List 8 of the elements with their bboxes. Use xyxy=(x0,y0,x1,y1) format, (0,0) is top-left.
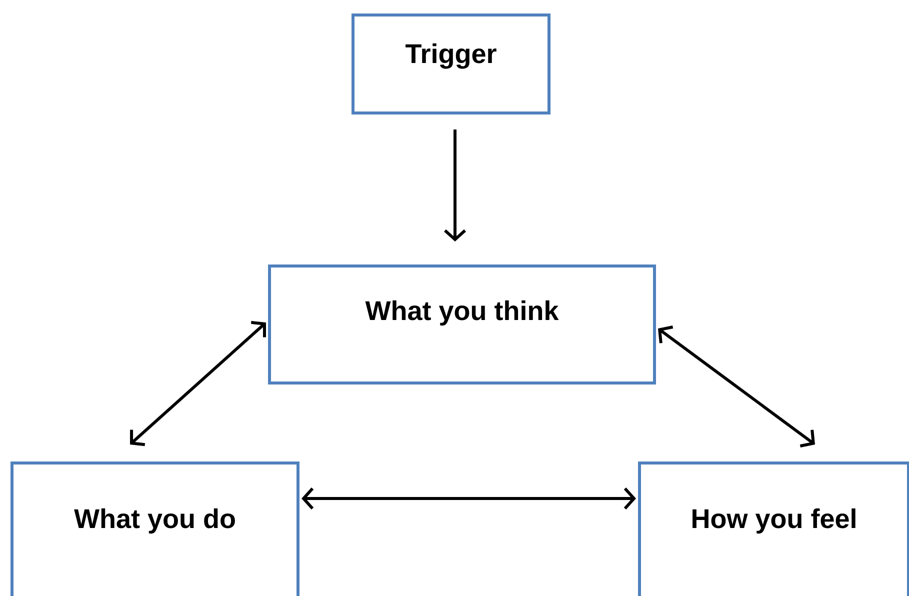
arrow xyxy=(302,488,636,510)
process-box: How you feel xyxy=(638,462,909,596)
process-box: What you do xyxy=(10,462,300,596)
process-box: Trigger xyxy=(352,14,550,114)
arrow xyxy=(444,130,466,242)
arrow xyxy=(658,326,815,448)
arrow xyxy=(130,320,266,446)
process-box: What you think xyxy=(268,264,656,384)
